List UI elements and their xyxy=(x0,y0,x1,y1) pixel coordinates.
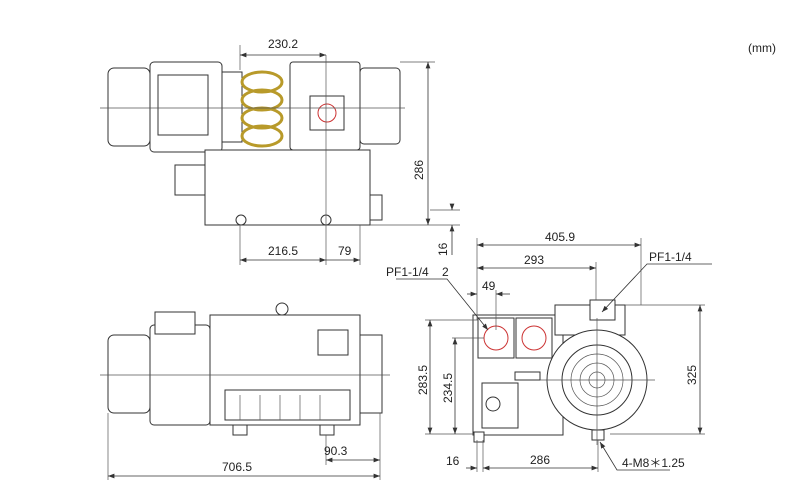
inlet-port-count: 2 xyxy=(442,265,449,279)
front-dimensions: 90.3 706.5 xyxy=(107,413,381,480)
front-view xyxy=(100,302,390,436)
dim-79: 79 xyxy=(338,244,352,258)
dim-283-5: 283.5 xyxy=(416,365,430,395)
side-view xyxy=(472,299,655,445)
dim-90-3: 90.3 xyxy=(324,444,348,458)
dim-216-5: 216.5 xyxy=(268,244,298,258)
dim-405-9: 405.9 xyxy=(545,230,575,244)
side-dimensions: 405.9 293 49 PF1-1/4 2 PF1-1/4 325 283.5… xyxy=(386,230,712,472)
top-dimensions: 230.2 286 16 216.5 79 xyxy=(239,37,460,265)
dim-230-2: 230.2 xyxy=(268,37,298,51)
dim-286-side: 286 xyxy=(530,453,550,467)
inlet-port-label: PF1-1/4 xyxy=(386,265,429,279)
dim-286-top: 286 xyxy=(412,160,426,180)
top-view xyxy=(100,55,405,265)
outlet-port-label: PF1-1/4 xyxy=(649,250,692,264)
dim-706-5: 706.5 xyxy=(222,460,252,474)
coupling-spring-icon xyxy=(240,70,284,148)
dim-16-top: 16 xyxy=(436,242,450,256)
dim-16-side: 16 xyxy=(446,454,460,468)
bolt-spec-label: 4-M8＊1.25 xyxy=(622,456,685,470)
dim-325: 325 xyxy=(685,365,699,385)
dim-293: 293 xyxy=(524,253,544,267)
unit-label: (mm) xyxy=(748,41,776,55)
dim-49: 49 xyxy=(482,279,496,293)
dim-234-5: 234.5 xyxy=(441,373,455,403)
